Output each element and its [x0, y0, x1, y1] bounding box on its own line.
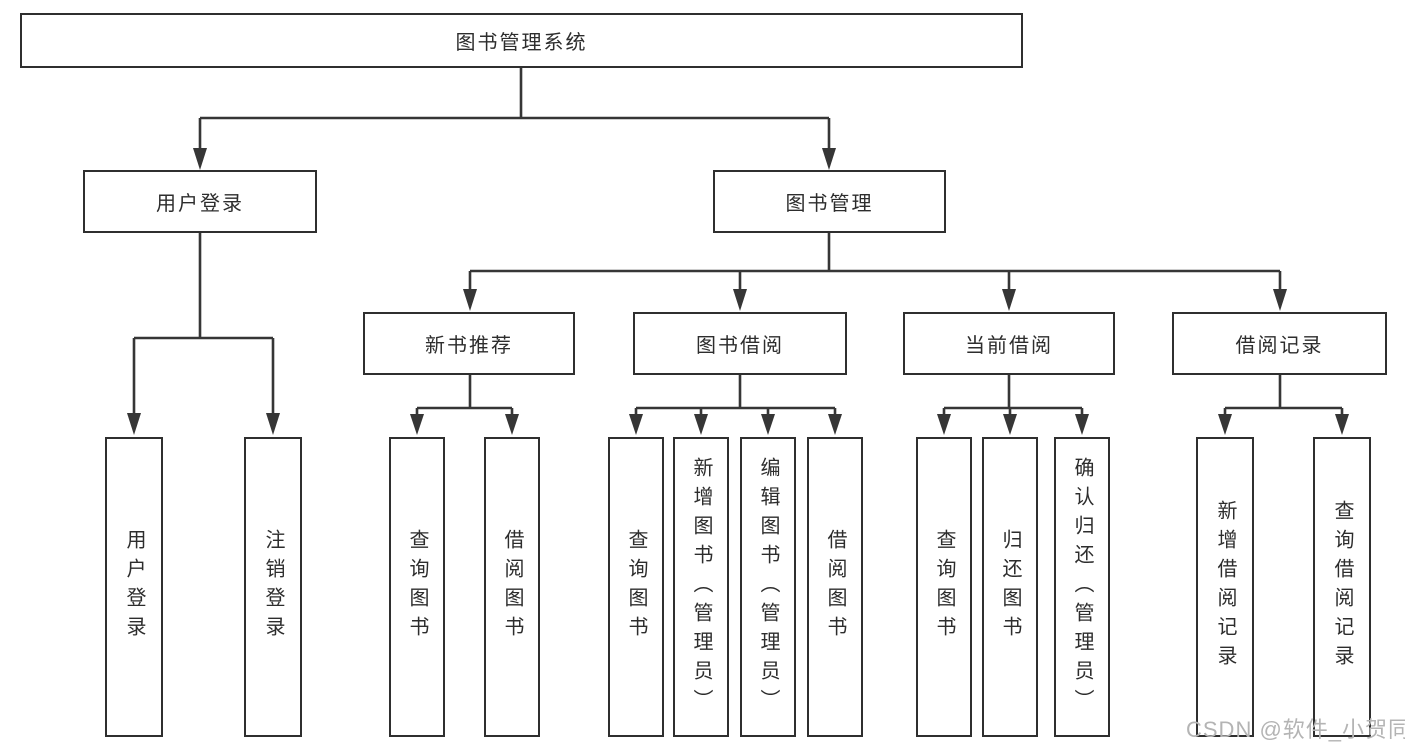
- leaf-records-add-record: 新增借阅记录: [1196, 437, 1254, 737]
- node-book-management: 图书管理: [713, 170, 946, 233]
- node-root-system: 图书管理系统: [20, 13, 1023, 68]
- leaf-borrow-edit-book-admin: 编辑图书（管理员）: [740, 437, 796, 737]
- node-root-label: 图书管理系统: [455, 32, 588, 54]
- node-current-borrow: 当前借阅: [903, 312, 1115, 375]
- leaf-borrow-borrow-book-label: 借阅图书: [824, 529, 846, 645]
- leaf-newrec-query-book-label: 查询图书: [406, 529, 428, 645]
- leaf-borrow-edit-book-admin-label: 编辑图书（管理员）: [757, 456, 779, 718]
- node-book-borrow-label: 图书借阅: [696, 335, 784, 357]
- node-book-borrow: 图书借阅: [633, 312, 847, 375]
- leaf-newrec-query-book: 查询图书: [389, 437, 445, 737]
- leaf-newrec-borrow-book-label: 借阅图书: [501, 529, 523, 645]
- node-borrow-record-label: 借阅记录: [1235, 335, 1324, 357]
- leaf-borrow-query-book-label: 查询图书: [625, 529, 647, 645]
- leaf-current-return-book: 归还图书: [982, 437, 1038, 737]
- csdn-watermark: CSDN @软件_小贺同学: [1186, 717, 1405, 742]
- node-user-login: 用户登录: [83, 170, 317, 233]
- leaf-records-query-record: 查询借阅记录: [1313, 437, 1371, 737]
- node-current-borrow-label: 当前借阅: [965, 335, 1053, 357]
- leaf-borrow-borrow-book: 借阅图书: [807, 437, 863, 737]
- leaf-borrow-add-book-admin-label: 新增图书（管理员）: [690, 456, 712, 718]
- leaf-current-confirm-return-admin-label: 确认归还（管理员）: [1071, 456, 1093, 718]
- leaf-records-query-record-label: 查询借阅记录: [1331, 500, 1353, 674]
- node-new-book-recommend-label: 新书推荐: [425, 335, 513, 357]
- node-new-book-recommend: 新书推荐: [363, 312, 575, 375]
- leaf-current-return-book-label: 归还图书: [999, 529, 1021, 645]
- leaf-borrow-add-book-admin: 新增图书（管理员）: [673, 437, 729, 737]
- leaf-newrec-borrow-book: 借阅图书: [484, 437, 540, 737]
- node-book-management-label: 图书管理: [785, 193, 874, 215]
- node-borrow-record: 借阅记录: [1172, 312, 1387, 375]
- leaf-logout: 注销登录: [244, 437, 302, 737]
- arrowheads: [127, 148, 1349, 435]
- node-user-login-label: 用户登录: [156, 193, 244, 215]
- leaf-logout-label: 注销登录: [262, 529, 284, 645]
- leaf-current-query-book: 查询图书: [916, 437, 972, 737]
- leaf-records-add-record-label: 新增借阅记录: [1214, 500, 1236, 674]
- leaf-borrow-query-book: 查询图书: [608, 437, 664, 737]
- leaf-current-query-book-label: 查询图书: [933, 529, 955, 645]
- leaf-user-login-label: 用户登录: [123, 529, 145, 645]
- leaf-current-confirm-return-admin: 确认归还（管理员）: [1054, 437, 1110, 737]
- leaf-user-login: 用户登录: [105, 437, 163, 737]
